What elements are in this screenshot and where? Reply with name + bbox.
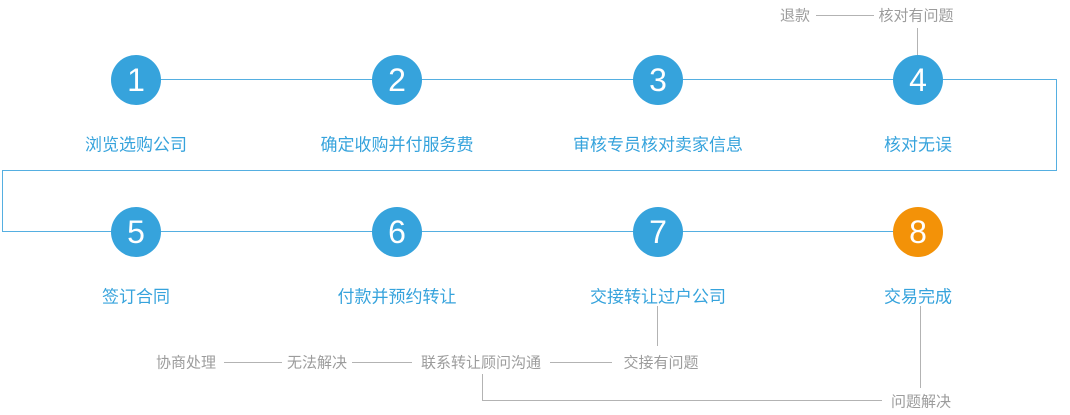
- step-number: 2: [388, 62, 406, 98]
- annotation-unsolvable: 无法解决: [286, 354, 348, 372]
- step-number: 5: [127, 214, 145, 250]
- step-circle-5: 5: [111, 207, 161, 257]
- contact-down-line: [482, 374, 483, 401]
- step-circle-8: 8: [893, 207, 943, 257]
- step-label-6: 付款并预约转让: [337, 287, 457, 307]
- step-label-7: 交接转让过户公司: [590, 287, 726, 307]
- annotation-contact-advisor: 联系转让顾问沟通: [420, 354, 542, 372]
- contact-to-handoverproblem-line: [550, 362, 612, 363]
- connector-right-vertical-line: [1056, 79, 1057, 170]
- annotation-handover-problem: 交接有问题: [623, 354, 699, 372]
- step-circle-4: 4: [893, 55, 943, 105]
- step8-to-problemsolved-line: [920, 306, 921, 388]
- negotiate-to-unsolvable-line: [224, 362, 282, 363]
- connector-left-vertical-line: [2, 170, 3, 232]
- connector-row2-line: [2, 231, 918, 232]
- refund-to-checkproblem-line: [816, 15, 874, 16]
- connector-row1-line: [136, 79, 1057, 80]
- unsolvable-to-contact-line: [352, 362, 412, 363]
- annotation-check-problem: 核对有问题: [878, 7, 954, 25]
- step7-to-handoverproblem-line: [657, 306, 658, 346]
- annotation-refund: 退款: [779, 7, 811, 25]
- step-number: 4: [909, 62, 927, 98]
- step-label-2: 确定收购并付服务费: [320, 135, 474, 155]
- step-number: 6: [388, 214, 406, 250]
- step-label-1: 浏览选购公司: [85, 135, 187, 155]
- step-number: 1: [127, 62, 145, 98]
- step-label-5: 签订合同: [102, 287, 170, 307]
- bottom-return-line: [482, 400, 882, 401]
- checkproblem-to-step4-line: [917, 28, 918, 56]
- step-circle-2: 2: [372, 55, 422, 105]
- step-number: 7: [649, 214, 667, 250]
- step-circle-1: 1: [111, 55, 161, 105]
- step-number: 3: [649, 62, 667, 98]
- step-circle-3: 3: [633, 55, 683, 105]
- annotation-negotiate: 协商处理: [155, 354, 217, 372]
- step-circle-7: 7: [633, 207, 683, 257]
- step-label-3: 审核专员核对卖家信息: [573, 135, 743, 155]
- annotation-problem-solved: 问题解决: [890, 393, 952, 411]
- step-label-8: 交易完成: [884, 287, 952, 307]
- step-number: 8: [909, 214, 927, 250]
- connector-wrap-line: [2, 170, 1057, 171]
- step-label-4: 核对无误: [884, 135, 952, 155]
- step-circle-6: 6: [372, 207, 422, 257]
